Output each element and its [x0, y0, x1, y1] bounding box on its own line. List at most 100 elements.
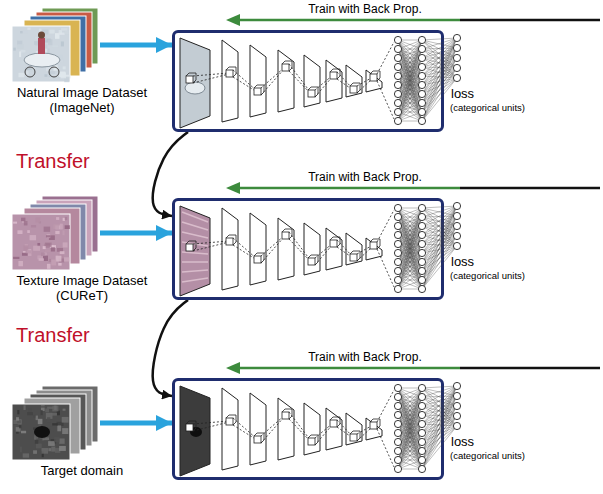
dense-link	[398, 40, 422, 85]
neuron-unit	[418, 465, 425, 472]
neuron-unit	[418, 72, 425, 79]
image-texture	[65, 31, 69, 34]
image-texture	[41, 253, 46, 257]
neuron-unit	[418, 285, 425, 292]
front-image	[12, 214, 70, 270]
image-texture	[35, 440, 38, 444]
transfer-arrow	[153, 300, 188, 396]
image-texture	[47, 417, 50, 422]
kernel-cube	[226, 235, 236, 245]
kernel-link	[193, 74, 229, 83]
neuron-unit	[453, 202, 460, 209]
image-texture	[63, 66, 66, 69]
dense-link	[398, 262, 422, 289]
image-texture	[33, 246, 40, 251]
dense-link	[422, 397, 457, 416]
image-texture	[30, 235, 37, 240]
neuron-unit	[394, 36, 401, 43]
image-texture	[63, 409, 66, 411]
feature-map	[366, 238, 382, 260]
image-stack	[12, 386, 100, 460]
dense-link	[398, 262, 422, 289]
neuron-unit	[394, 276, 401, 283]
kernel-cube	[330, 240, 337, 247]
image-texture	[64, 257, 69, 261]
photo-wheel	[49, 67, 59, 77]
image-texture	[17, 44, 23, 49]
photo-head	[38, 32, 45, 39]
input-detail	[182, 222, 208, 230]
kernel-link	[377, 42, 394, 74]
image-texture	[51, 71, 55, 74]
dense-link	[398, 40, 422, 121]
feature-map	[304, 403, 320, 455]
image-texture	[52, 45, 58, 47]
dense-link	[398, 40, 422, 67]
neuron-unit	[394, 204, 401, 211]
image-texture	[44, 227, 50, 232]
image-texture	[17, 230, 22, 234]
neuron-unit	[418, 204, 425, 211]
kernel-cube	[308, 87, 318, 97]
kernel-link	[377, 249, 394, 287]
neuron-unit	[418, 249, 425, 256]
neuron-unit	[418, 267, 425, 274]
neuron-unit	[394, 420, 401, 427]
transfer-label: Transfer	[16, 149, 90, 173]
neuron-unit	[418, 447, 425, 454]
neuron-unit	[394, 54, 401, 61]
feature-map	[222, 40, 238, 122]
dense-link	[398, 208, 422, 235]
neuron-unit	[394, 402, 401, 409]
kernel-cube	[282, 229, 292, 239]
dense-link	[422, 386, 457, 415]
dense-link	[398, 40, 422, 85]
kernel-link	[261, 236, 285, 263]
neuron-unit	[418, 240, 425, 247]
image-texture	[13, 48, 15, 51]
neuron-unit	[394, 438, 401, 445]
feature-map	[366, 70, 382, 92]
train-arrow-head	[226, 182, 240, 194]
neuron-unit	[394, 213, 401, 220]
input-detail	[182, 270, 208, 272]
dense-link	[398, 424, 422, 469]
neuron-unit	[418, 420, 425, 427]
neuron-unit	[418, 384, 425, 391]
kernel-link	[377, 210, 394, 242]
kernel-link	[193, 241, 229, 244]
kernel-cube	[370, 239, 380, 249]
image-texture	[62, 230, 64, 235]
image-texture	[38, 419, 43, 424]
network-illustration	[172, 30, 603, 140]
kernel-cube	[370, 71, 380, 81]
dense-link	[398, 40, 422, 67]
neuron-unit	[394, 222, 401, 229]
kernel-link	[261, 415, 285, 436]
loss-label: loss	[451, 87, 474, 102]
neuron-unit	[453, 382, 460, 389]
kernel-cube	[226, 418, 233, 425]
neuron-unit	[394, 45, 401, 52]
kernel-link	[261, 416, 285, 443]
neuron-unit	[418, 108, 425, 115]
input-detail	[182, 212, 208, 222]
feature-map	[222, 388, 238, 470]
kernel-cube	[330, 72, 337, 79]
train-arrow-head	[226, 14, 240, 26]
neuron-unit	[418, 402, 425, 409]
neuron-unit	[418, 213, 425, 220]
input-detail	[182, 232, 208, 238]
kernel-link	[261, 67, 285, 88]
image-texture	[61, 41, 64, 46]
dense-link	[398, 76, 422, 121]
kernel-link	[193, 422, 229, 431]
lesion-blob	[34, 426, 50, 438]
kernel-cube	[186, 241, 196, 251]
kernel-cube	[282, 64, 289, 71]
dense-link	[398, 244, 422, 289]
neuron-unit	[453, 34, 460, 41]
dense-link	[398, 208, 422, 235]
image-texture	[39, 258, 44, 260]
neuron-unit	[453, 412, 460, 419]
